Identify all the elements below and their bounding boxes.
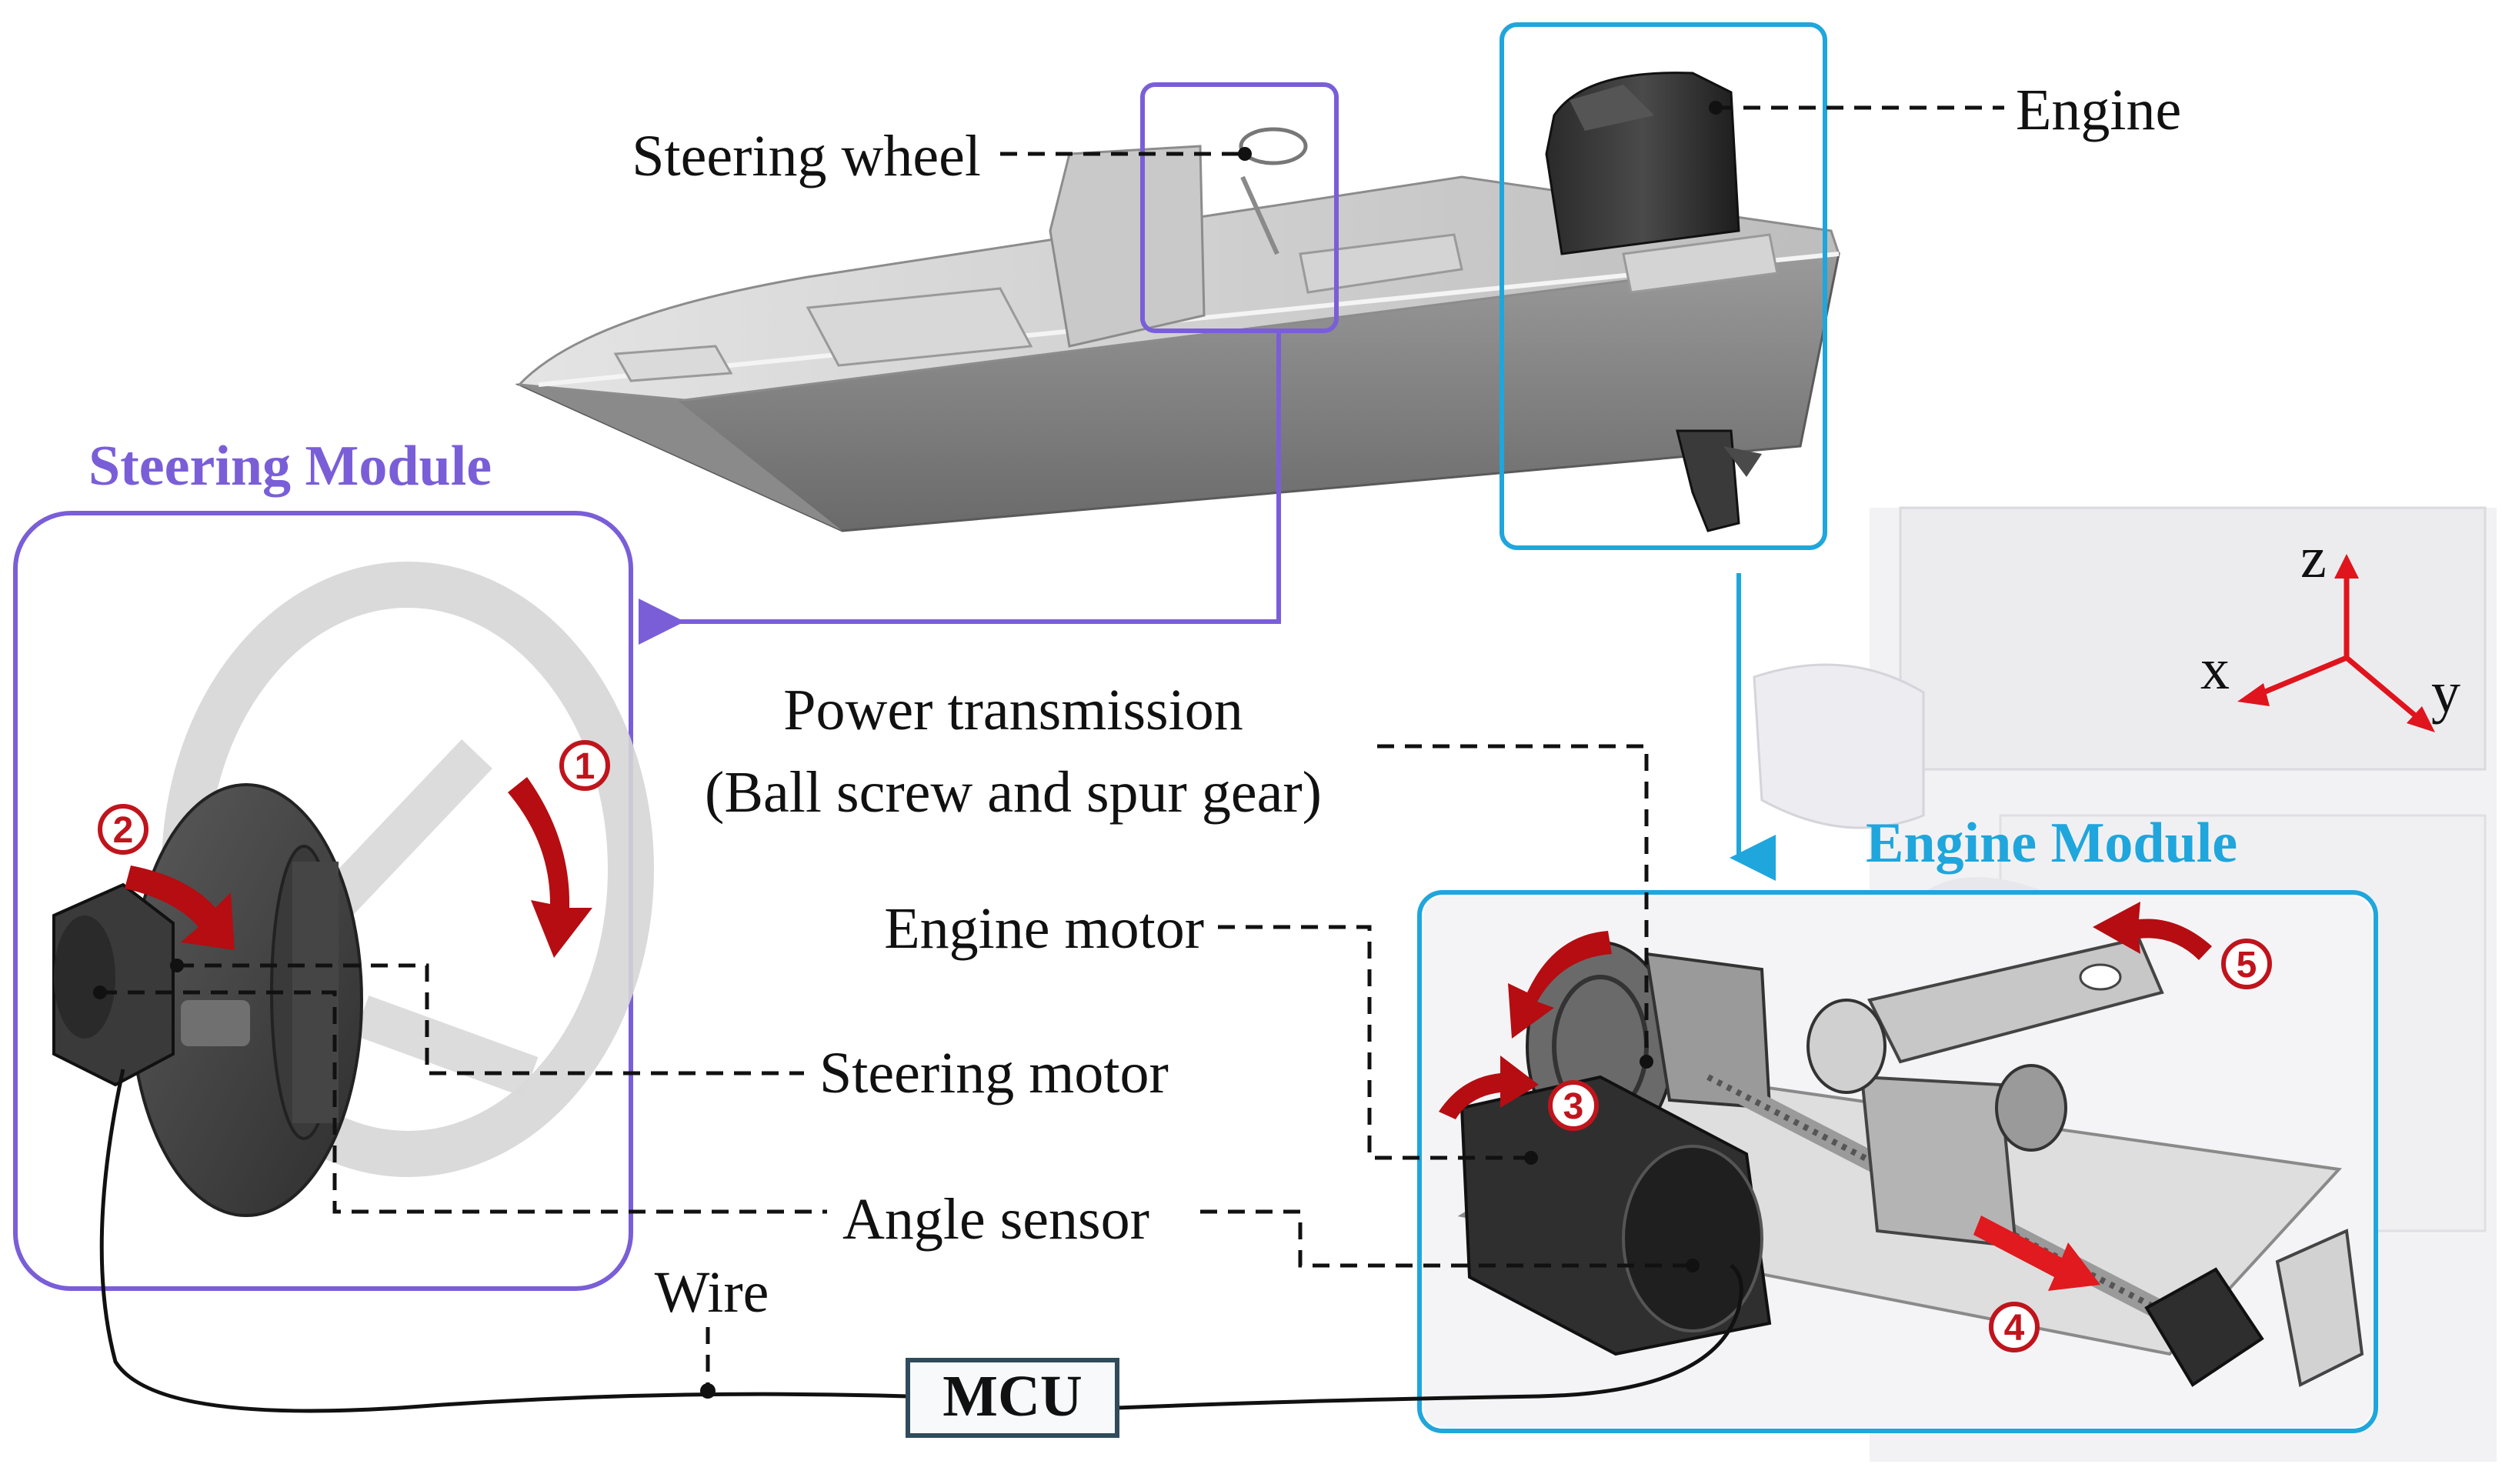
- axis-x-label: x: [2200, 637, 2230, 702]
- engine-module-panel: [1417, 890, 2378, 1433]
- axis-z-label: z: [2300, 525, 2327, 590]
- step-badge-2: 2: [98, 804, 148, 855]
- step-badge-1: 1: [559, 740, 610, 791]
- step-badge-3: 3: [1548, 1080, 1599, 1131]
- steering-module-link-arrow: [639, 331, 1281, 645]
- leader-lines: [93, 101, 2004, 1389]
- motion-arrows: [125, 777, 2212, 1291]
- step-badge-5: 5: [2221, 939, 2272, 989]
- wire-right: [1116, 1264, 1743, 1410]
- wire-left: [99, 1069, 909, 1413]
- steering-module-title: Steering Module: [88, 435, 492, 498]
- steering-wheel-highlight-box: [1140, 82, 1339, 333]
- engine-label: Engine: [2016, 78, 2181, 142]
- coordinate-axes: [2237, 554, 2435, 732]
- steering-motor-label: Steering motor: [819, 1041, 1169, 1105]
- wire-label: Wire: [655, 1260, 769, 1325]
- svg-text:5: 5: [2237, 945, 2257, 985]
- power-transmission-label-line2: (Ball screw and spur gear): [705, 760, 1322, 825]
- step-4-linear-arrow: [1973, 1216, 2100, 1291]
- step-3-motor-rotation-arrow: [1439, 1055, 1539, 1119]
- engine-module-title: Engine Module: [1866, 812, 2237, 875]
- step-1-rotation-arrow: [508, 777, 592, 958]
- engine-motor-label: Engine motor: [884, 896, 1204, 961]
- engine-highlight-box: [1500, 22, 1827, 550]
- wire-junction: [700, 1383, 716, 1399]
- step-3-gear-rotation-arrow: [1508, 931, 1612, 1039]
- mcu-box: MCU: [906, 1358, 1119, 1438]
- steering-wheel-label: Steering wheel: [632, 124, 981, 188]
- svg-text:1: 1: [575, 746, 595, 787]
- step-2-rotation-arrow: [125, 865, 235, 950]
- axis-y-label: y: [2431, 660, 2460, 725]
- boat-render: [515, 72, 1841, 532]
- angle-sensor-label: Angle sensor: [842, 1187, 1149, 1252]
- step-badge-4: 4: [1989, 1302, 2040, 1352]
- mcu-label: MCU: [942, 1364, 1083, 1429]
- step-5-rotation-arrow: [2093, 902, 2212, 960]
- svg-text:3: 3: [1563, 1086, 1584, 1127]
- svg-text:4: 4: [2004, 1308, 2025, 1349]
- svg-text:2: 2: [113, 810, 134, 851]
- power-transmission-label-line1: Power transmission: [783, 678, 1243, 742]
- wires: [99, 1069, 1743, 1413]
